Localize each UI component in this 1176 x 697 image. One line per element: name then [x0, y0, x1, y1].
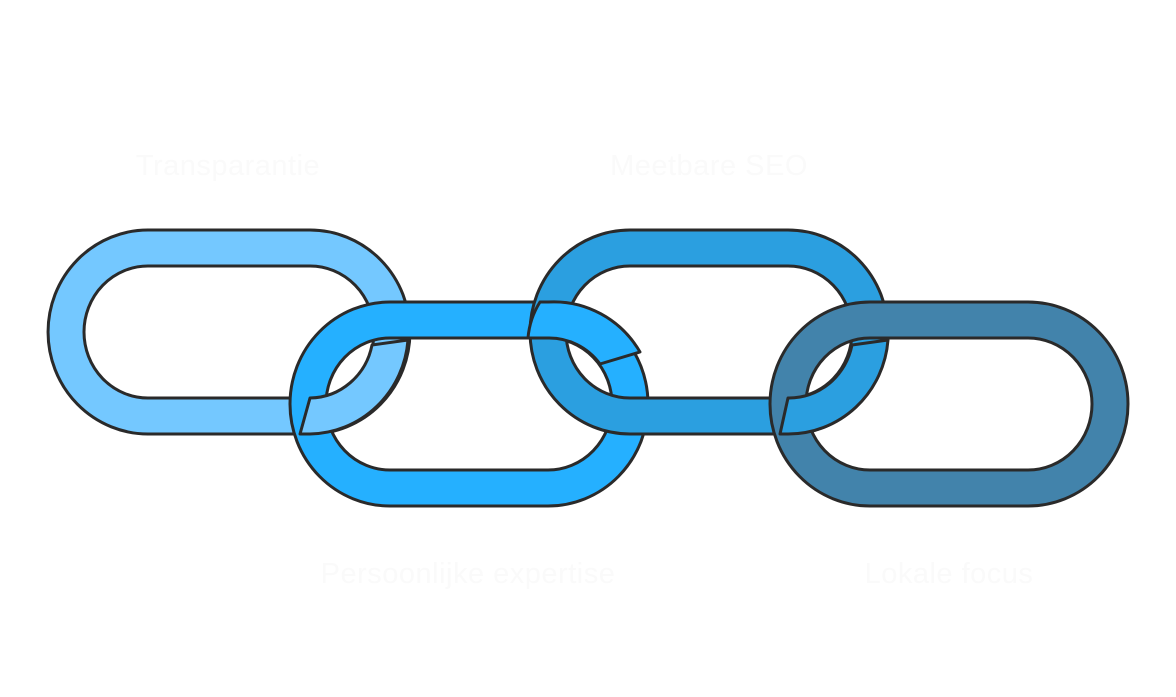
- chain-link-3-overlap: [778, 338, 890, 436]
- chain-link-2-overlap: [526, 300, 642, 366]
- label-lokale-focus: Lokale focus: [864, 558, 1034, 590]
- chain-link-1-overlap: [298, 338, 410, 436]
- label-transparantie: Transparantie: [135, 150, 321, 182]
- label-meetbare-seo: Meetbare SEO: [610, 150, 808, 182]
- label-persoonlijke-expertise: Persoonlijke expertise: [320, 558, 616, 590]
- chain-link-4: [768, 300, 1130, 508]
